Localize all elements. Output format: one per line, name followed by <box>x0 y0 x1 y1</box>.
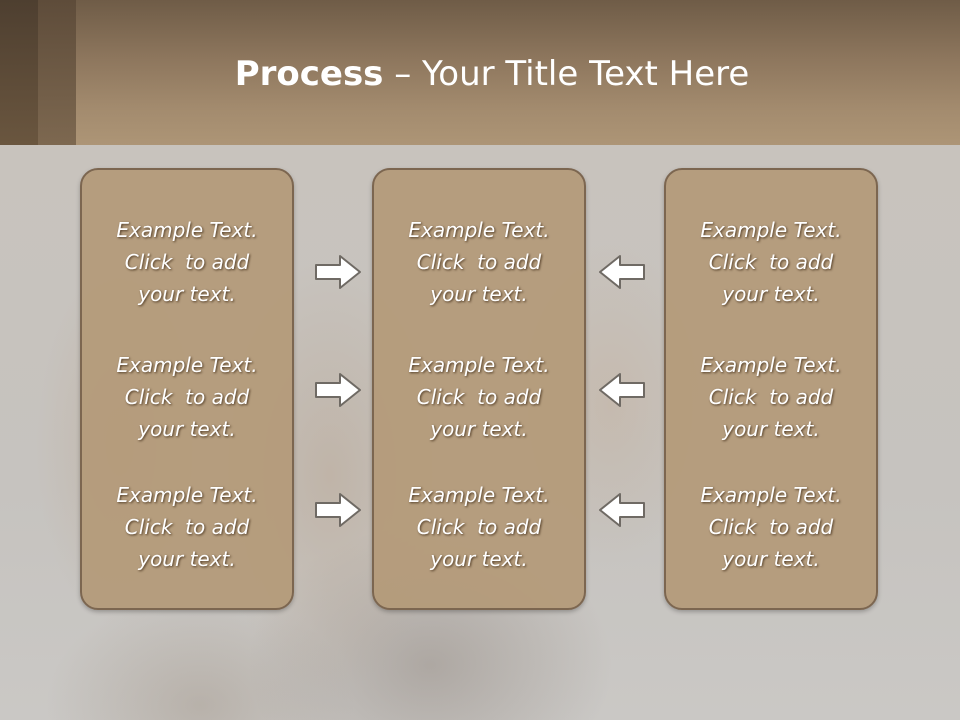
title-rest: – Your Title Text Here <box>383 54 750 94</box>
text-placeholder[interactable]: Example Text. Click to add your text. <box>82 214 292 310</box>
text-placeholder[interactable]: Example Text. Click to add your text. <box>82 349 292 445</box>
left-arrow-icon <box>599 255 645 289</box>
text-line: Example Text. <box>408 483 550 507</box>
text-placeholder[interactable]: Example Text. Click to add your text. <box>666 349 876 445</box>
text-line: Click to add <box>708 385 834 409</box>
text-line: Example Text. <box>408 353 550 377</box>
header-band: Process – Your Title Text Here <box>0 0 960 145</box>
text-line: Example Text. <box>116 218 258 242</box>
text-line: your text. <box>430 282 528 306</box>
slide-title[interactable]: Process – Your Title Text Here <box>0 52 960 96</box>
text-line: Click to add <box>124 385 250 409</box>
text-line: your text. <box>722 282 820 306</box>
text-box-left[interactable]: Example Text. Click to add your text. Ex… <box>80 168 294 610</box>
text-line: Click to add <box>416 250 542 274</box>
text-line: your text. <box>138 417 236 441</box>
text-line: Click to add <box>708 250 834 274</box>
text-placeholder[interactable]: Example Text. Click to add your text. <box>374 349 584 445</box>
text-placeholder[interactable]: Example Text. Click to add your text. <box>82 479 292 575</box>
text-line: your text. <box>430 417 528 441</box>
header-accent-bar <box>38 0 76 145</box>
text-line: Example Text. <box>700 353 842 377</box>
text-line: Example Text. <box>408 218 550 242</box>
text-placeholder[interactable]: Example Text. Click to add your text. <box>374 479 584 575</box>
text-line: Example Text. <box>700 483 842 507</box>
text-line: your text. <box>430 547 528 571</box>
text-line: your text. <box>138 547 236 571</box>
text-line: Example Text. <box>700 218 842 242</box>
right-arrow-icon <box>315 373 361 407</box>
right-arrow-icon <box>315 255 361 289</box>
text-box-right[interactable]: Example Text. Click to add your text. Ex… <box>664 168 878 610</box>
text-box-middle[interactable]: Example Text. Click to add your text. Ex… <box>372 168 586 610</box>
text-line: Click to add <box>124 515 250 539</box>
text-line: Click to add <box>416 385 542 409</box>
text-placeholder[interactable]: Example Text. Click to add your text. <box>666 214 876 310</box>
text-placeholder[interactable]: Example Text. Click to add your text. <box>374 214 584 310</box>
text-line: your text. <box>722 417 820 441</box>
left-arrow-icon <box>599 493 645 527</box>
text-line: your text. <box>138 282 236 306</box>
text-line: Click to add <box>124 250 250 274</box>
text-line: Click to add <box>416 515 542 539</box>
text-line: Example Text. <box>116 353 258 377</box>
left-arrow-icon <box>599 373 645 407</box>
text-placeholder[interactable]: Example Text. Click to add your text. <box>666 479 876 575</box>
text-line: your text. <box>722 547 820 571</box>
text-line: Click to add <box>708 515 834 539</box>
title-bold: Process <box>234 54 384 94</box>
text-line: Example Text. <box>116 483 258 507</box>
right-arrow-icon <box>315 493 361 527</box>
header-accent-bar <box>0 0 38 145</box>
